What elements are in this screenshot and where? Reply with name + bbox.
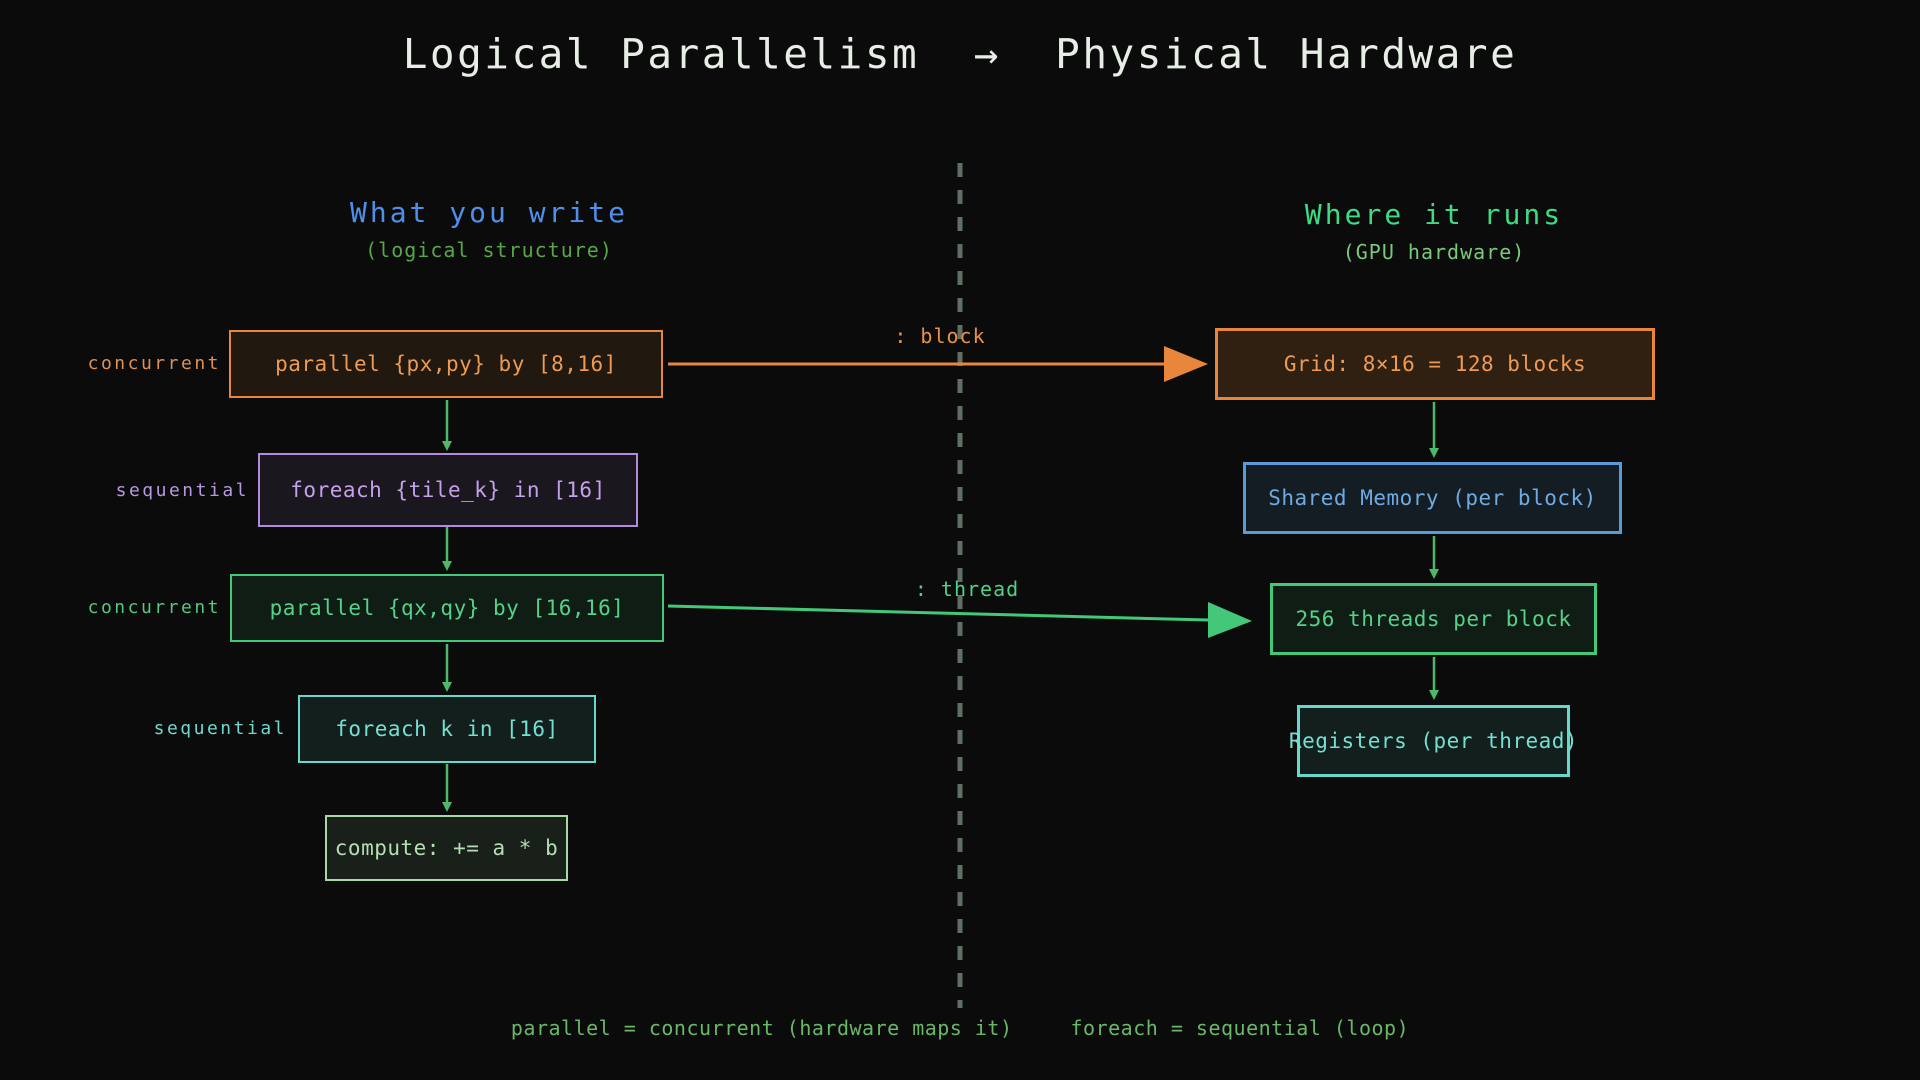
down-arrowhead-icon <box>1429 690 1439 700</box>
left-column-heading: What you write <box>349 196 628 229</box>
block-mapping-label: : block <box>894 324 986 348</box>
legend-foreach: foreach = sequential (loop) <box>1070 1016 1410 1040</box>
down-arrowhead-icon <box>442 682 452 692</box>
down-arrowhead-icon <box>442 802 452 812</box>
thread-mapping-label: : thread <box>914 577 1020 601</box>
node-registers: Registers (per thread) <box>1289 705 1578 777</box>
node-foreach-tile: foreach {tile_k} in [16] <box>258 453 638 527</box>
node-grid-blocks: Grid: 8×16 = 128 blocks <box>1215 328 1655 400</box>
thread-mapping-arrowhead-icon <box>1208 602 1252 638</box>
node-shared-memory: Shared Memory (per block) <box>1243 462 1622 534</box>
page-title: Logical Parallelism → Physical Hardware <box>402 30 1518 78</box>
node-threads-per-block: 256 threads per block <box>1270 583 1597 655</box>
legend-parallel: parallel = concurrent (hardware maps it) <box>510 1016 1013 1040</box>
thread-mapping-arrow-line <box>667 604 1209 622</box>
side-label-sequential-1: sequential <box>115 480 249 501</box>
left-column-header: What you write (logical structure) <box>289 196 689 262</box>
node-parallel-inner: parallel {qx,qy} by [16,16] <box>230 574 664 642</box>
side-label-concurrent-1: concurrent <box>87 353 221 374</box>
side-label-concurrent-2: concurrent <box>87 597 221 618</box>
legend-footer: parallel = concurrent (hardware maps it)… <box>0 1016 1920 1040</box>
down-arrowhead-icon <box>1429 569 1439 579</box>
right-column-heading: Where it runs <box>1304 198 1564 231</box>
right-column-subheading: (GPU hardware) <box>1342 240 1526 264</box>
down-arrowhead-icon <box>1429 448 1439 458</box>
right-column-header: Where it runs (GPU hardware) <box>1234 198 1634 264</box>
down-arrowhead-icon <box>442 441 452 451</box>
side-label-sequential-2: sequential <box>153 718 287 739</box>
down-arrowhead-icon <box>442 561 452 571</box>
node-compute: compute: += a * b <box>325 815 568 881</box>
node-parallel-outer: parallel {px,py} by [8,16] <box>229 330 663 398</box>
left-column-subheading: (logical structure) <box>365 238 613 262</box>
node-foreach-k: foreach k in [16] <box>298 695 596 763</box>
right-column-connectors <box>1429 402 1439 700</box>
block-mapping-arrowhead-icon <box>1164 346 1208 382</box>
